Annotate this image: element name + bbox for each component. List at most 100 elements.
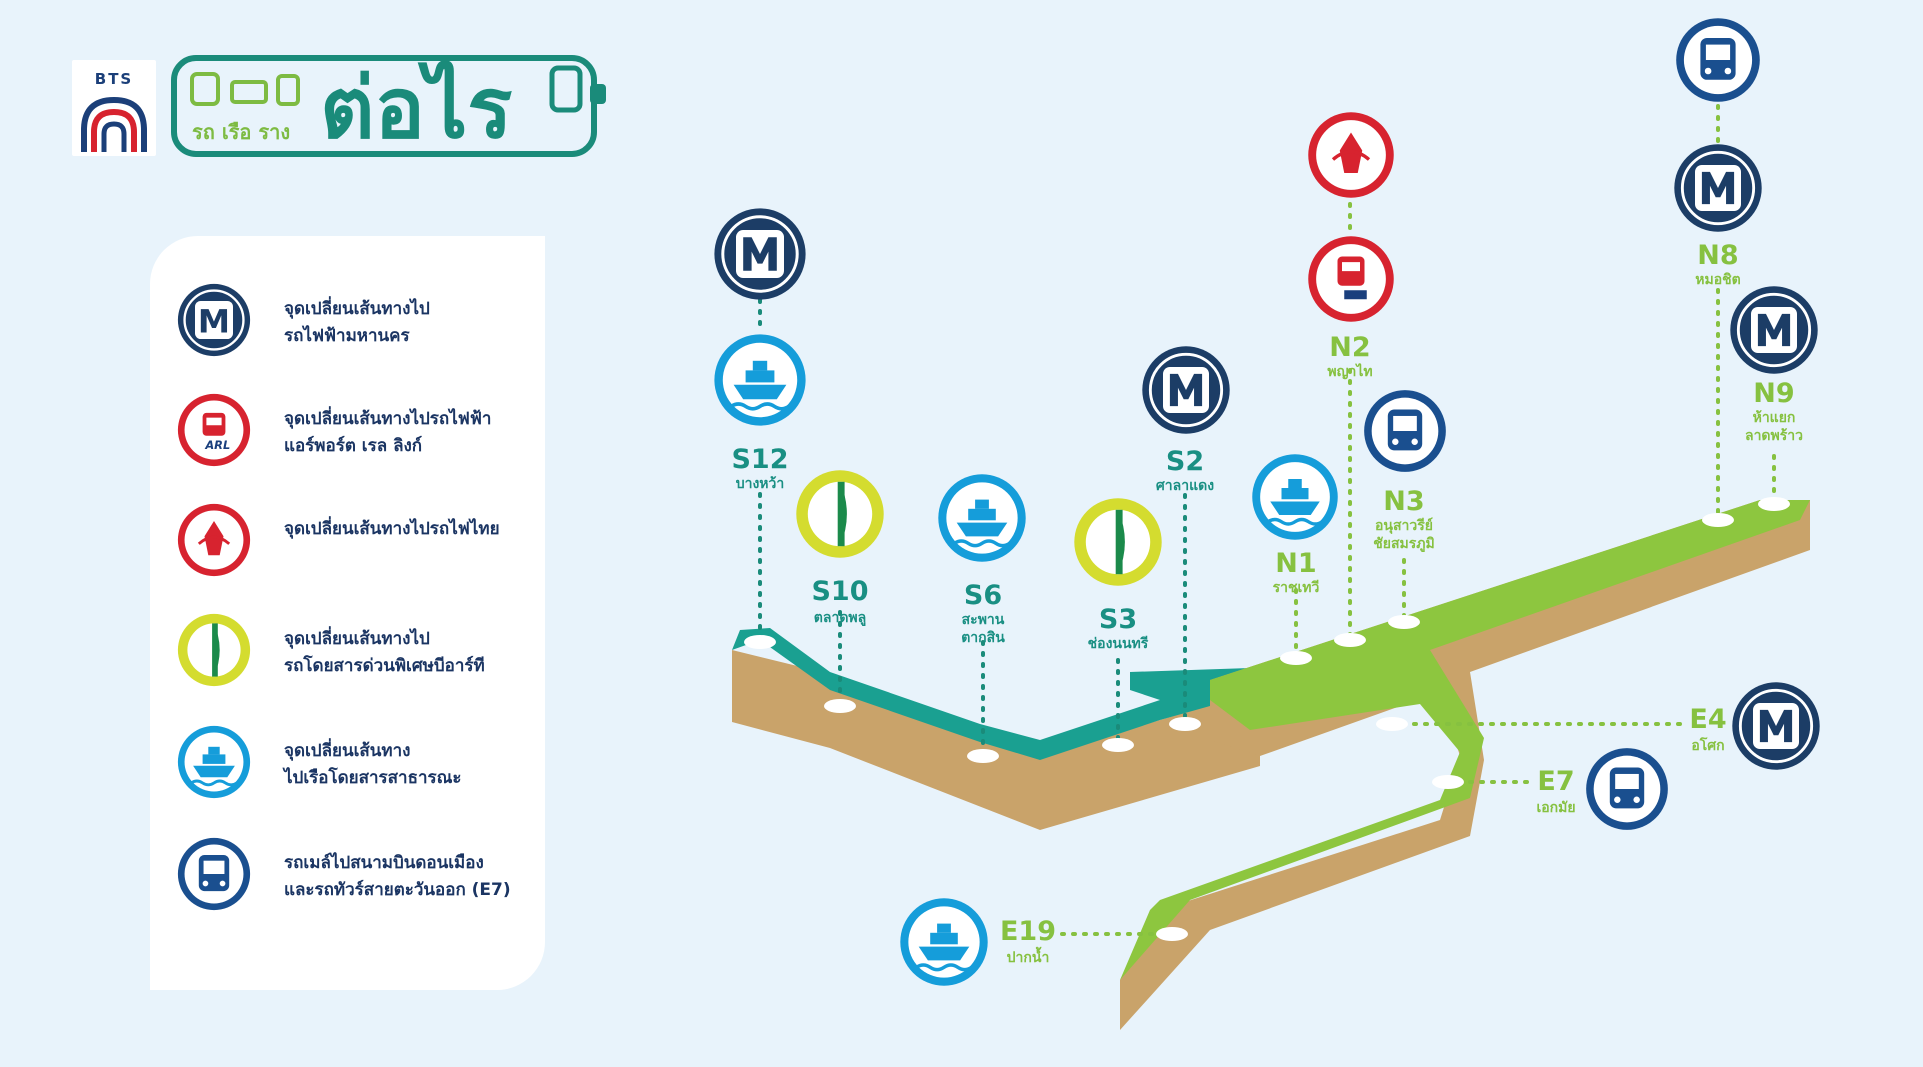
legend-panel: M จุดเปลี่ยนเส้นทางไป รถไฟฟ้ามหานคร ARL … [150, 236, 545, 990]
legend-item-bus: รถเมล์ไปสนามบินดอนเมือง และรถทัวร์สายตะว… [176, 836, 536, 928]
station-dot-e7 [1432, 775, 1464, 789]
station-name-e7: เอกมัย [1536, 800, 1575, 816]
header-logo: BTS รถ เรือ ราง ต่อไร [72, 44, 632, 164]
legend-line: แอร์พอร์ต เรล ลิงก์ [284, 436, 423, 456]
e4-mrt-icon [1730, 680, 1822, 772]
station-code-n2: N2 [1329, 332, 1370, 363]
station-dot-s10 [824, 699, 856, 713]
station-code-e19: E19 [1000, 916, 1056, 947]
station-code-s10: S10 [811, 576, 868, 607]
legend-item-mrt: M จุดเปลี่ยนเส้นทางไป รถไฟฟ้ามหานคร [176, 282, 536, 374]
legend-line: จุดเปลี่ยนเส้นทางไปรถไฟฟ้า [284, 409, 492, 429]
station-name-e4: อโศก [1691, 736, 1724, 754]
legend-item-arl: ARL จุดเปลี่ยนเส้นทางไปรถไฟฟ้า แอร์พอร์ต… [176, 392, 536, 484]
n3-bus-icon [1364, 390, 1446, 472]
legend-text: จุดเปลี่ยนเส้นทางไป รถไฟฟ้ามหานคร [284, 296, 544, 350]
legend-line: ไปเรือโดยสารสาธารณะ [284, 768, 462, 788]
station-code-s3: S3 [1099, 604, 1137, 635]
s12-boat-icon [712, 332, 808, 428]
station-name-n3-line2: ชัยสมรภูมิ [1373, 536, 1434, 552]
srt-icon [177, 503, 251, 577]
s3-brt-icon [1074, 498, 1162, 586]
station-name-s10: ตลาดพลู [814, 610, 866, 626]
station-name-n3-line1: อนุสาวรีย์ [1375, 517, 1433, 534]
station-code-n3: N3 [1383, 486, 1424, 517]
legend-text: จุดเปลี่ยนเส้นทางไปรถไฟไทย [284, 516, 544, 543]
station-code-n9: N9 [1753, 378, 1794, 409]
bus-outline-icon [171, 55, 606, 157]
legend-item-brt: จุดเปลี่ยนเส้นทางไป รถโดยสารด่วนพิเศษบีอ… [176, 612, 536, 704]
arl-icon-text: ARL [204, 438, 230, 452]
station-dot-n3 [1388, 615, 1420, 629]
e19-boat-icon [898, 896, 990, 988]
connect-title: ต่อไร [320, 59, 513, 157]
station-dot-n8 [1702, 513, 1734, 527]
modes-label: รถ เรือ ราง [192, 120, 291, 144]
e7-bus-icon [1586, 748, 1668, 830]
station-dot-s2 [1169, 717, 1201, 731]
legend-item-srt: จุดเปลี่ยนเส้นทางไปรถไฟไทย [176, 502, 536, 594]
station-dot-s12 [744, 635, 776, 649]
n2-arl-icon [1308, 236, 1394, 322]
brt-icon [177, 613, 251, 687]
n9-mrt-icon [1728, 284, 1820, 376]
station-dot-s6 [967, 749, 999, 763]
n8-mrt-icon [1672, 142, 1764, 234]
station-name-n8: หมอชิต [1695, 272, 1740, 288]
bus-icon [177, 837, 251, 911]
n2-srt-icon [1306, 110, 1396, 200]
station-code-s2: S2 [1166, 446, 1204, 477]
sukhumvit-line-track [1120, 500, 1810, 1030]
legend-line: จุดเปลี่ยนเส้นทางไป [284, 629, 430, 649]
legend-text: จุดเปลี่ยนเส้นทางไป รถโดยสารด่วนพิเศษบีอ… [284, 626, 544, 680]
silom-line-track [732, 628, 1260, 830]
s2-mrt-icon [1140, 344, 1232, 436]
station-dot-n2 [1334, 633, 1366, 647]
station-name-n9-line1: ห้าแยก [1753, 410, 1796, 426]
station-code-e7: E7 [1537, 766, 1574, 797]
legend-line: และรถทัวร์สายตะวันออก (E7) [284, 880, 511, 900]
legend-item-boat: จุดเปลี่ยนเส้นทาง ไปเรือโดยสารสาธารณะ [176, 724, 536, 816]
station-name-n1: ราชเทวี [1273, 580, 1320, 596]
station-dot-n1 [1280, 651, 1312, 665]
station-code-n1: N1 [1275, 548, 1316, 579]
station-code-s6: S6 [964, 580, 1002, 611]
legend-line: จุดเปลี่ยนเส้นทาง [284, 741, 411, 761]
station-name-s12: บางหว้า [736, 476, 785, 492]
legend-text: จุดเปลี่ยนเส้นทาง ไปเรือโดยสารสาธารณะ [284, 738, 544, 792]
title-frame: รถ เรือ ราง ต่อไร [170, 54, 620, 158]
arl-icon: ARL [177, 393, 251, 467]
bts-logo-text: BTS [94, 70, 134, 88]
station-name-s2: ศาลาแดง [1156, 478, 1214, 494]
station-code-e4: E4 [1689, 704, 1726, 735]
s12-mrt-icon [712, 206, 808, 302]
legend-line: จุดเปลี่ยนเส้นทางไป [284, 299, 430, 319]
legend-line: รถเมล์ไปสนามบินดอนเมือง [284, 853, 484, 873]
n8-bus-icon [1676, 18, 1760, 102]
station-name-s3: ช่องนนทรี [1088, 636, 1149, 652]
legend-line: จุดเปลี่ยนเส้นทางไปรถไฟไทย [284, 519, 500, 539]
station-dot-s3 [1102, 738, 1134, 752]
station-dot-e4 [1376, 717, 1408, 731]
station-name-n2: พญาไท [1327, 362, 1372, 380]
mrt-icon: M [177, 283, 251, 357]
legend-text: จุดเปลี่ยนเส้นทางไปรถไฟฟ้า แอร์พอร์ต เรล… [284, 406, 544, 460]
station-name-n9-line2: ลาดพร้าว [1745, 428, 1803, 444]
station-name-s6-line1: สะพาน [962, 612, 1005, 628]
legend-line: รถโดยสารด่วนพิเศษบีอาร์ที [284, 656, 485, 676]
bts-logo-mark-icon [81, 96, 147, 152]
station-dot-n9 [1758, 497, 1790, 511]
n1-boat-icon [1250, 452, 1340, 542]
station-name-e19: ปากน้ำ [1007, 946, 1050, 966]
mrt-icon-letter: M [198, 302, 230, 340]
s6-boat-icon [936, 472, 1028, 564]
legend-line: รถไฟฟ้ามหานคร [284, 326, 410, 346]
station-code-n8: N8 [1697, 240, 1738, 271]
bts-logo: BTS [72, 60, 156, 156]
boat-icon [177, 725, 251, 799]
station-name-s6-line2: ตากสิน [961, 630, 1005, 646]
station-dot-e19 [1156, 927, 1188, 941]
s10-brt-icon [796, 470, 884, 558]
legend-text: รถเมล์ไปสนามบินดอนเมือง และรถทัวร์สายตะว… [284, 850, 544, 904]
